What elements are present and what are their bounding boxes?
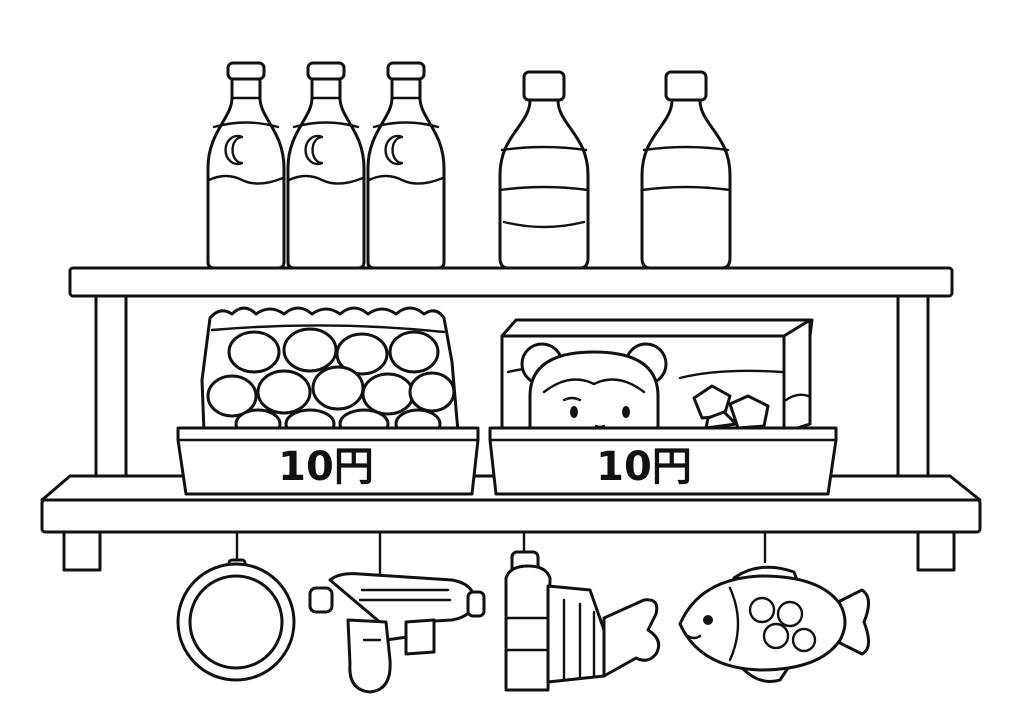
water-gun-toy-icon: [308, 572, 486, 694]
cola-bottles: [498, 70, 732, 270]
robot-toy-icon: [504, 550, 661, 692]
right-price-tag: 10円: [596, 444, 692, 490]
candy-box-icon: [500, 318, 814, 434]
ramune-bottle-icon: [366, 61, 446, 270]
hanging-hooks: [235, 530, 767, 582]
cola-bottle-icon: [640, 70, 732, 270]
ramune-bottles: [206, 61, 446, 270]
frying-pan-toy-icon: [176, 558, 296, 682]
candy-pieces: [692, 384, 770, 430]
snack-pieces: [206, 327, 456, 440]
left-price-tray: 10円: [176, 426, 480, 496]
ramune-bottle-icon: [206, 61, 286, 270]
right-price-tray: 10円: [488, 426, 838, 496]
snack-bag-icon: [200, 306, 460, 440]
left-price-tag: 10円: [278, 444, 374, 490]
mascot-character-icon: [520, 342, 668, 434]
ramune-bottle-icon: [286, 61, 366, 270]
fish-toy-icon: [678, 565, 870, 683]
cola-bottle-icon: [498, 70, 590, 270]
